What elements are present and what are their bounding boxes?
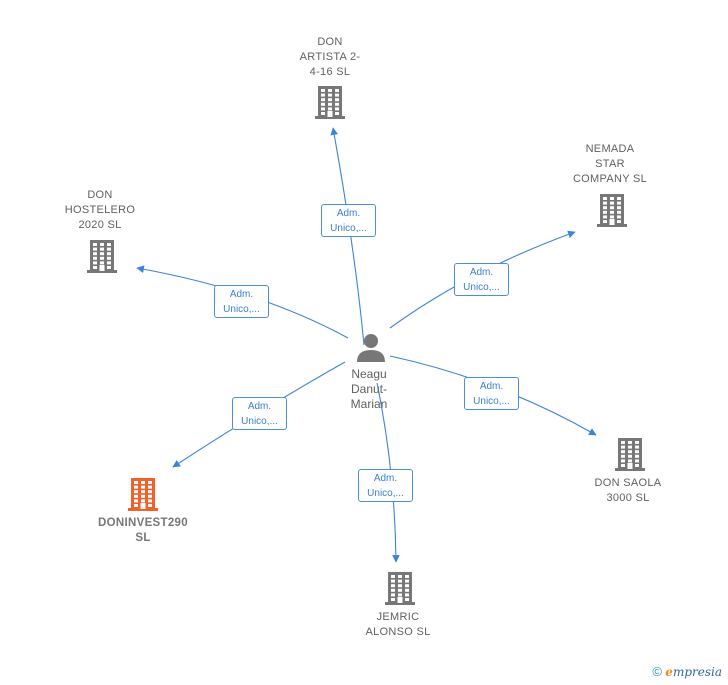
- building-icon-doninvest[interactable]: [128, 478, 158, 511]
- company-label-nemada-star[interactable]: NEMADA STAR COMPANY SL: [572, 143, 648, 185]
- brand-logo[interactable]: empresia: [665, 665, 722, 679]
- company-label-don-saola[interactable]: DON SAOLA 3000 SL: [594, 477, 662, 504]
- edge-line-don-artista: [330, 127, 365, 346]
- company-label-don-artista[interactable]: DON ARTISTA 2- 4-16 SL: [299, 36, 361, 78]
- edge-label-don-artista[interactable]: Adm. Unico,...: [321, 204, 376, 237]
- building-icon-don-artista[interactable]: [315, 86, 345, 119]
- building-icon-don-hostelero[interactable]: [87, 240, 117, 273]
- edge-label-don-hostelero[interactable]: Adm. Unico,...: [214, 285, 269, 318]
- footer-brand: © empresia: [652, 664, 722, 679]
- company-label-doninvest[interactable]: DONINVEST290 SL: [98, 517, 188, 544]
- building-icon-jemric[interactable]: [385, 572, 415, 605]
- edge-label-nemada-star[interactable]: Adm. Unico,...: [454, 263, 509, 296]
- building-icon-don-saola[interactable]: [615, 438, 645, 471]
- company-label-don-hostelero[interactable]: DON HOSTELERO 2020 SL: [64, 189, 136, 231]
- edge-label-don-saola[interactable]: Adm. Unico,...: [464, 377, 519, 410]
- edge-label-jemric[interactable]: Adm. Unico,...: [358, 469, 413, 502]
- edge-label-doninvest[interactable]: Adm. Unico,...: [232, 397, 287, 430]
- person-name[interactable]: Neagu Danut- Marian: [350, 367, 388, 411]
- copyright-symbol: ©: [652, 664, 662, 679]
- person-icon[interactable]: [355, 332, 387, 367]
- company-label-jemric[interactable]: JEMRIC ALONSO SL: [365, 611, 431, 638]
- building-icon-nemada-star[interactable]: [597, 194, 627, 227]
